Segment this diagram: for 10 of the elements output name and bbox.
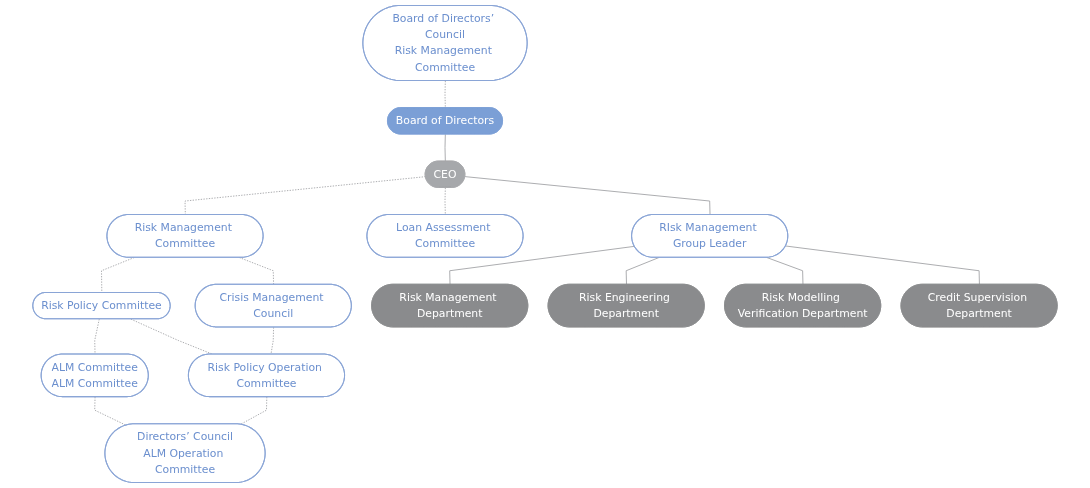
connector	[449, 245, 635, 286]
connector	[444, 187, 446, 216]
connector	[94, 318, 100, 355]
connector	[444, 133, 446, 162]
connector	[766, 257, 804, 286]
connector	[240, 396, 268, 425]
connector	[464, 176, 711, 216]
connector	[785, 245, 980, 286]
connector	[444, 80, 446, 109]
connector	[270, 326, 274, 355]
